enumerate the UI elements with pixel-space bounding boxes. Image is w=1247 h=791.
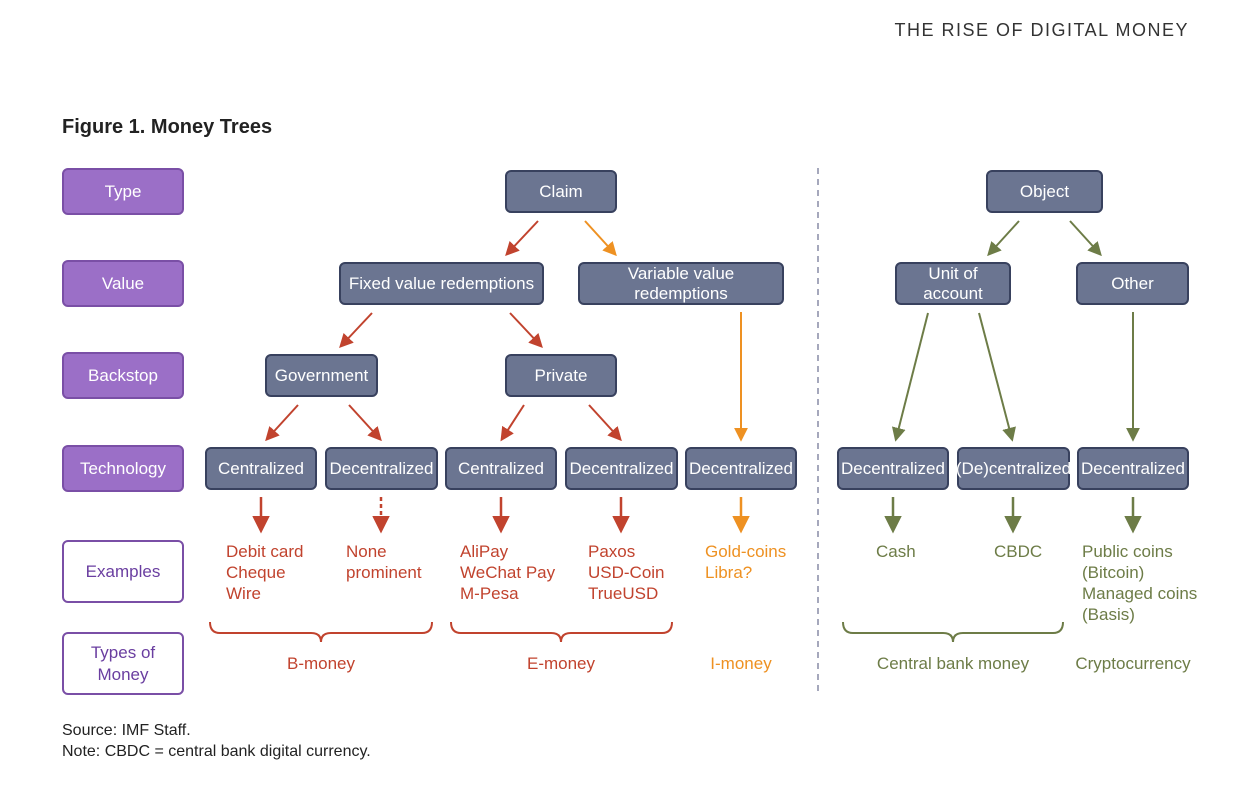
node-variable-value: Variable value redemptions [578, 262, 784, 305]
example-item: Libra? [705, 563, 753, 582]
example-item: WeChat Pay [460, 563, 556, 582]
examples-e-money-centralized: AliPay WeChat Pay M-Pesa [460, 541, 555, 604]
node-private-text: Private [534, 365, 588, 385]
node-other: Other [1076, 262, 1189, 305]
node-tech-4: Decentralized [565, 447, 678, 490]
arrow-unit-to-decentralized2 [978, 312, 1016, 442]
examples-cbdc: CBDC [994, 541, 1042, 562]
page-header: THE RISE OF DIGITAL MONEY [894, 20, 1189, 40]
example-item: (Basis) [1082, 605, 1135, 624]
node-fixed-value: Fixed value redemptions [339, 262, 544, 305]
examples-cash: Cash [876, 541, 916, 562]
node-fixed-value-text: Fixed value redemptions [348, 273, 535, 293]
row-label-technology-text: Technology [79, 458, 166, 478]
arrow-private-to-decentralized [588, 404, 622, 442]
arrow-claim-to-variable [584, 220, 617, 257]
example-item: None [346, 542, 387, 561]
example-item: Public coins [1082, 542, 1173, 561]
example-item: Gold-coins [705, 542, 787, 561]
examples-b-money-centralized: Debit card Cheque Wire [226, 541, 303, 604]
arrow-fixed-to-private [509, 312, 543, 349]
node-tech-5: Decentralized [685, 447, 797, 490]
row-label-backstop-text: Backstop [88, 365, 158, 385]
node-claim-text: Claim [539, 181, 583, 201]
examples-b-money-decentralized: None prominent [346, 541, 422, 583]
node-tech-4-text: Decentralized [569, 458, 674, 478]
example-item: Wire [226, 584, 261, 603]
row-label-types-of-money-line1: Types of [90, 642, 156, 662]
node-tech-6: Decentralized [837, 447, 949, 490]
example-item: TrueUSD [588, 584, 659, 603]
node-claim: Claim [505, 170, 617, 213]
arrow-government-to-centralized [265, 404, 299, 442]
row-label-value-text: Value [101, 273, 145, 293]
row-label-backstop: Backstop [62, 352, 184, 399]
node-tech-7: (De)centralized [955, 447, 1072, 490]
footnote-note: Note: CBDC = central bank digital curren… [62, 743, 371, 760]
arrow-private-to-centralized [500, 404, 525, 442]
example-item: USD-Coin [588, 563, 665, 582]
node-object-text: Object [1019, 181, 1070, 201]
bracket-e-money [450, 621, 673, 643]
node-tech-6-text: Decentralized [841, 458, 945, 478]
row-label-types-of-money: Types of Money [62, 632, 184, 695]
node-tech-7-text: (De)centralized [955, 458, 1072, 478]
example-item: prominent [346, 563, 422, 582]
node-tech-5-text: Decentralized [689, 458, 793, 478]
examples-e-money-decentralized: Paxos USD-Coin TrueUSD [588, 541, 665, 604]
arrow-object-to-unit [987, 220, 1020, 257]
example-item: CBDC [994, 542, 1043, 561]
node-tech-1: Centralized [205, 447, 317, 490]
row-label-type: Type [62, 168, 184, 215]
node-tech-3: Centralized [445, 447, 557, 490]
example-item: Managed coins [1082, 584, 1198, 603]
node-government: Government [265, 354, 378, 397]
arrow-government-to-decentralized [348, 404, 382, 442]
figure-title: Figure 1. Money Trees [62, 116, 273, 138]
row-label-value: Value [62, 260, 184, 307]
example-item: AliPay [460, 542, 509, 561]
money-type-e-money: E-money [526, 654, 596, 673]
row-label-types-of-money-line2: Money [97, 664, 149, 684]
arrow-object-to-other [1069, 220, 1102, 257]
row-label-type-text: Type [104, 181, 142, 201]
arrow-claim-to-fixed [505, 220, 539, 257]
arrow-fixed-to-government [339, 312, 373, 349]
examples-crypto: Public coins (Bitcoin) Managed coins (Ba… [1082, 541, 1197, 625]
example-item: Cash [876, 542, 916, 561]
example-item: M-Pesa [460, 584, 519, 603]
example-item: Cheque [226, 563, 286, 582]
row-label-technology: Technology [62, 445, 184, 492]
money-type-cryptocurrency: Cryptocurrency [1075, 654, 1191, 673]
node-tech-8-text: Decentralized [1081, 458, 1185, 478]
row-label-examples: Examples [62, 540, 184, 603]
node-unit-of-account-text: Unit of account [923, 263, 983, 303]
node-tech-3-text: Centralized [458, 458, 544, 478]
node-object: Object [986, 170, 1103, 213]
node-variable-value-text: Variable value redemptions [627, 263, 735, 303]
node-tech-2: Decentralized [325, 447, 438, 490]
bracket-b-money [209, 621, 433, 643]
example-item: Debit card [226, 542, 304, 561]
example-item: (Bitcoin) [1082, 563, 1145, 582]
node-other-text: Other [1111, 273, 1154, 293]
node-tech-8: Decentralized [1077, 447, 1189, 490]
footnotes: Source: IMF Staff. Note: CBDC = central … [62, 720, 371, 762]
footnote-source: Source: IMF Staff. [62, 722, 191, 739]
money-type-b-money: B-money [286, 654, 356, 673]
example-item: Paxos [588, 542, 636, 561]
row-label-examples-text: Examples [85, 561, 161, 581]
node-unit-of-account: Unit of account [895, 262, 1011, 305]
money-type-central-bank: Central bank money [876, 654, 1030, 673]
bracket-central-bank [842, 621, 1064, 643]
arrow-unit-to-decentralized [891, 312, 929, 442]
node-tech-2-text: Decentralized [329, 458, 434, 478]
node-government-text: Government [274, 365, 369, 385]
examples-i-money: Gold-coins Libra? [705, 541, 786, 583]
node-tech-1-text: Centralized [218, 458, 304, 478]
money-type-i-money: I-money [710, 654, 772, 673]
node-private: Private [505, 354, 617, 397]
